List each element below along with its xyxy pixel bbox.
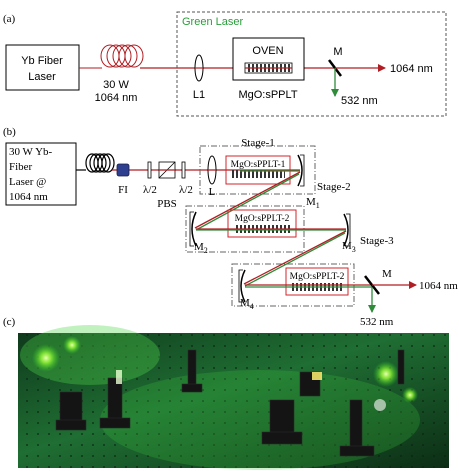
yb-fiber-laser-box: Yb Fiber Laser: [5, 44, 80, 91]
hwp1-label: λ/2: [143, 184, 157, 196]
crystal-2: MgO:sPPLT-2: [227, 209, 297, 238]
green-beam-m1-m2: [195, 173, 300, 231]
green-beam-m3-m4: [244, 232, 346, 287]
ir-output-label-b: 1064 nm: [419, 280, 458, 292]
green-output-label-b: 532 nm: [360, 316, 394, 328]
crystal-3: MgO:sPPLT-2: [285, 267, 349, 296]
stage-2-label: Stage-2: [317, 181, 351, 193]
source-b-line-4: 1064 nm: [9, 191, 48, 203]
green-laser-title: Green Laser: [182, 16, 243, 28]
panel-a: (a) Yb Fiber Laser 30 W 1064 nm Green La…: [3, 11, 447, 117]
source-b-line-3: Laser @: [9, 176, 46, 188]
pbs-icon: [158, 161, 176, 179]
mirror-m4-icon: [240, 269, 246, 303]
crystal-2-label: MgO:sPPLT-2: [235, 214, 290, 224]
source-line-2: Laser: [28, 71, 56, 83]
crystal-3-label: MgO:sPPLT-2: [290, 272, 345, 282]
ir-beam-m3-m4: [243, 230, 347, 285]
m3-label: M3: [342, 240, 356, 254]
m1-label: M1: [306, 196, 320, 210]
panel-a-label: (a): [3, 13, 16, 25]
crystal-label-a: MgO:sPPLT: [238, 89, 297, 101]
panel-b: (b) 30 W Yb- Fiber Laser @ 1064 nm FI λ/…: [3, 126, 458, 328]
stage-1-label: Stage-1: [241, 137, 275, 149]
mirror-label-b: M: [382, 268, 392, 280]
mirror-m3-icon: [343, 213, 349, 247]
hwp2-label: λ/2: [179, 184, 193, 196]
wavelength-in-label: 1064 nm: [95, 92, 138, 104]
oven-box: OVEN: [232, 37, 305, 81]
lens-l1-label: L1: [193, 89, 205, 101]
panel-b-label: (b): [3, 126, 16, 138]
faraday-isolator-icon: [116, 163, 130, 177]
power-label: 30 W: [103, 79, 129, 91]
ir-beam-m1-m2: [194, 171, 301, 229]
pbs-label: PBS: [157, 198, 177, 210]
mirror-label-a: M: [333, 46, 342, 58]
ir-output-label-a: 1064 nm: [390, 63, 433, 75]
source-box-b: 30 W Yb- Fiber Laser @ 1064 nm: [5, 142, 77, 206]
panel-c: (c): [3, 316, 449, 470]
m4-label: M4: [240, 297, 254, 311]
source-b-line-1: 30 W Yb-: [9, 146, 53, 158]
half-wave-plate-1-icon: [147, 161, 152, 179]
fi-label: FI: [118, 184, 128, 196]
mirror-m1-icon: [297, 154, 303, 187]
green-output-label-a: 532 nm: [341, 95, 378, 107]
source-line-1: Yb Fiber: [21, 55, 63, 67]
fiber-coil-icon-b: [76, 153, 115, 173]
oven-label: OVEN: [252, 45, 283, 57]
crystal-1-grating-icon: [231, 170, 285, 178]
source-b-line-2: Fiber: [9, 161, 33, 173]
setup-photo: [18, 325, 449, 470]
m2-label: M2: [194, 241, 208, 255]
lens-l-label: L: [209, 186, 216, 198]
panel-c-label: (c): [3, 316, 16, 328]
half-wave-plate-2-icon: [181, 161, 186, 179]
stage-3-label: Stage-3: [360, 235, 394, 247]
fiber-coil-icon: [79, 44, 158, 69]
mirror-m2-icon: [191, 211, 197, 247]
crystal-1-label: MgO:sPPLT-1: [231, 160, 286, 170]
green-laser-box: [176, 11, 447, 117]
